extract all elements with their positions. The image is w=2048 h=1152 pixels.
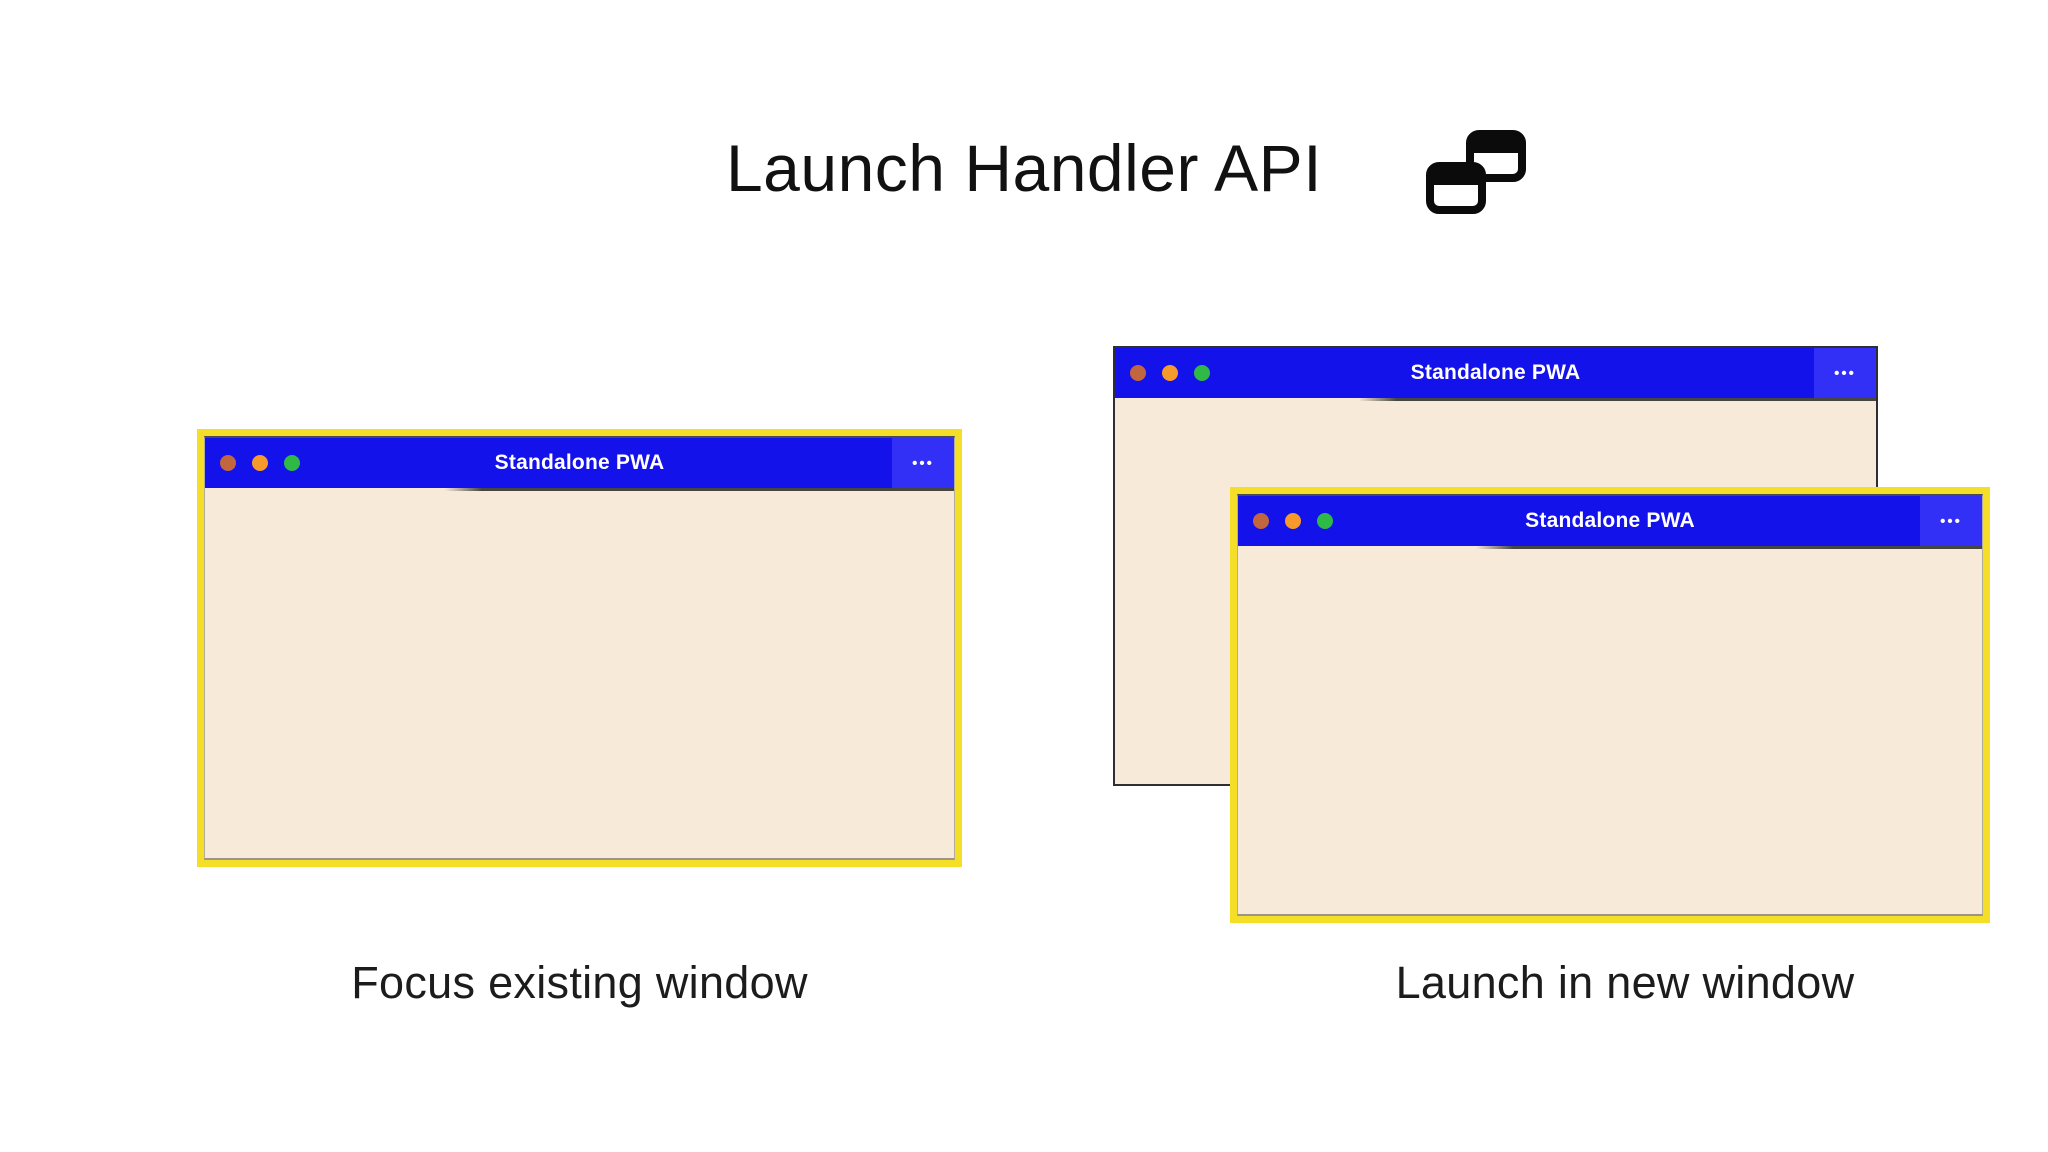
window-titlebar[interactable]: Standalone PWA ••• bbox=[205, 438, 954, 488]
pwa-window-new-front: Standalone PWA ••• bbox=[1230, 487, 1990, 923]
caption-focus-existing-window: Focus existing window bbox=[351, 957, 808, 1008]
titlebar-shadow bbox=[205, 488, 954, 491]
more-menu-button[interactable]: ••• bbox=[1814, 348, 1876, 398]
titlebar-shadow bbox=[1238, 546, 1982, 549]
window-title: Standalone PWA bbox=[494, 451, 665, 474]
more-menu-button[interactable]: ••• bbox=[1920, 496, 1982, 546]
traffic-lights bbox=[1253, 513, 1333, 529]
window-titlebar[interactable]: Standalone PWA ••• bbox=[1238, 496, 1982, 546]
titlebar-shadow bbox=[1115, 398, 1876, 401]
maximize-button[interactable] bbox=[1194, 365, 1210, 381]
minimize-button[interactable] bbox=[1285, 513, 1301, 529]
more-menu-button[interactable]: ••• bbox=[892, 438, 954, 488]
ellipsis-icon: ••• bbox=[1834, 364, 1856, 382]
minimize-button[interactable] bbox=[1162, 365, 1178, 381]
window-body bbox=[1238, 546, 1982, 914]
overlapping-windows-icon bbox=[1426, 130, 1526, 214]
close-button[interactable] bbox=[220, 455, 236, 471]
minimize-button[interactable] bbox=[252, 455, 268, 471]
page-title: Launch Handler API bbox=[725, 131, 1323, 205]
window-body bbox=[205, 488, 954, 858]
maximize-button[interactable] bbox=[284, 455, 300, 471]
ellipsis-icon: ••• bbox=[912, 454, 934, 472]
window-titlebar[interactable]: Standalone PWA ••• bbox=[1115, 348, 1876, 398]
traffic-lights bbox=[1130, 365, 1210, 381]
traffic-lights bbox=[220, 455, 300, 471]
close-button[interactable] bbox=[1130, 365, 1146, 381]
maximize-button[interactable] bbox=[1317, 513, 1333, 529]
window-title: Standalone PWA bbox=[1525, 509, 1695, 532]
pwa-window-focused: Standalone PWA ••• bbox=[197, 429, 962, 867]
window-title: Standalone PWA bbox=[1410, 361, 1581, 384]
window-frame: Standalone PWA ••• bbox=[1237, 494, 1983, 916]
ellipsis-icon: ••• bbox=[1940, 512, 1962, 530]
window-frame: Standalone PWA ••• bbox=[204, 436, 955, 860]
close-button[interactable] bbox=[1253, 513, 1269, 529]
caption-launch-in-new-window: Launch in new window bbox=[1395, 957, 1855, 1008]
